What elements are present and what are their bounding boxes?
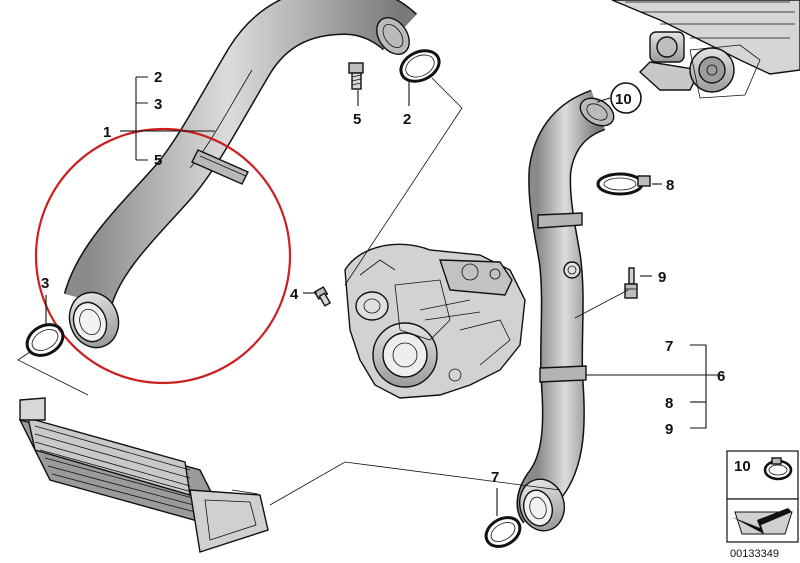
bolt-part-4 — [313, 286, 332, 307]
intercooler — [18, 397, 269, 553]
callout-3: 3 — [41, 275, 49, 292]
callout-3-upper: 3 — [154, 96, 162, 113]
o-ring-part-3 — [25, 323, 65, 357]
charge-air-hose-6 — [516, 89, 615, 532]
callout-6: 6 — [717, 368, 725, 385]
callout-10: 10 — [615, 91, 632, 108]
turbocharger — [344, 243, 526, 399]
callout-9-upper: 9 — [658, 269, 666, 286]
callout-2: 2 — [403, 111, 411, 128]
callout-8-right: 8 — [665, 395, 673, 412]
o-ring-part-2 — [399, 49, 441, 83]
callout-9-right: 9 — [665, 421, 673, 438]
leader-lines — [17, 76, 724, 516]
charge-air-hose-1 — [63, 0, 418, 349]
callout-5: 5 — [353, 111, 361, 128]
catalog-number: 00133349 — [730, 548, 779, 560]
intake-manifold — [611, 0, 800, 99]
callout-8-upper: 8 — [666, 177, 674, 194]
callout-10-circle — [610, 82, 642, 114]
arrow-icon — [732, 508, 793, 535]
legend-box: 10 — [726, 450, 799, 543]
callout-4: 4 — [290, 286, 299, 303]
clamp-icon — [763, 457, 793, 481]
callout-7-bottom: 7 — [491, 469, 499, 486]
callout-2-upper: 2 — [154, 69, 162, 86]
legend-number: 10 — [734, 458, 751, 475]
callout-5-upper: 5 — [154, 152, 162, 169]
sensor-part-9 — [624, 267, 638, 299]
callout-1: 1 — [103, 124, 111, 141]
highlight-ellipse — [34, 127, 292, 385]
bolt-part-5 — [348, 62, 364, 90]
o-ring-part-7 — [484, 516, 522, 548]
callout-labels: 2 3 1 5 5 2 10 8 3 4 9 7 6 8 9 7 — [41, 69, 725, 486]
callout-7-right: 7 — [665, 338, 673, 355]
hose-clamp-part-8 — [596, 172, 651, 196]
